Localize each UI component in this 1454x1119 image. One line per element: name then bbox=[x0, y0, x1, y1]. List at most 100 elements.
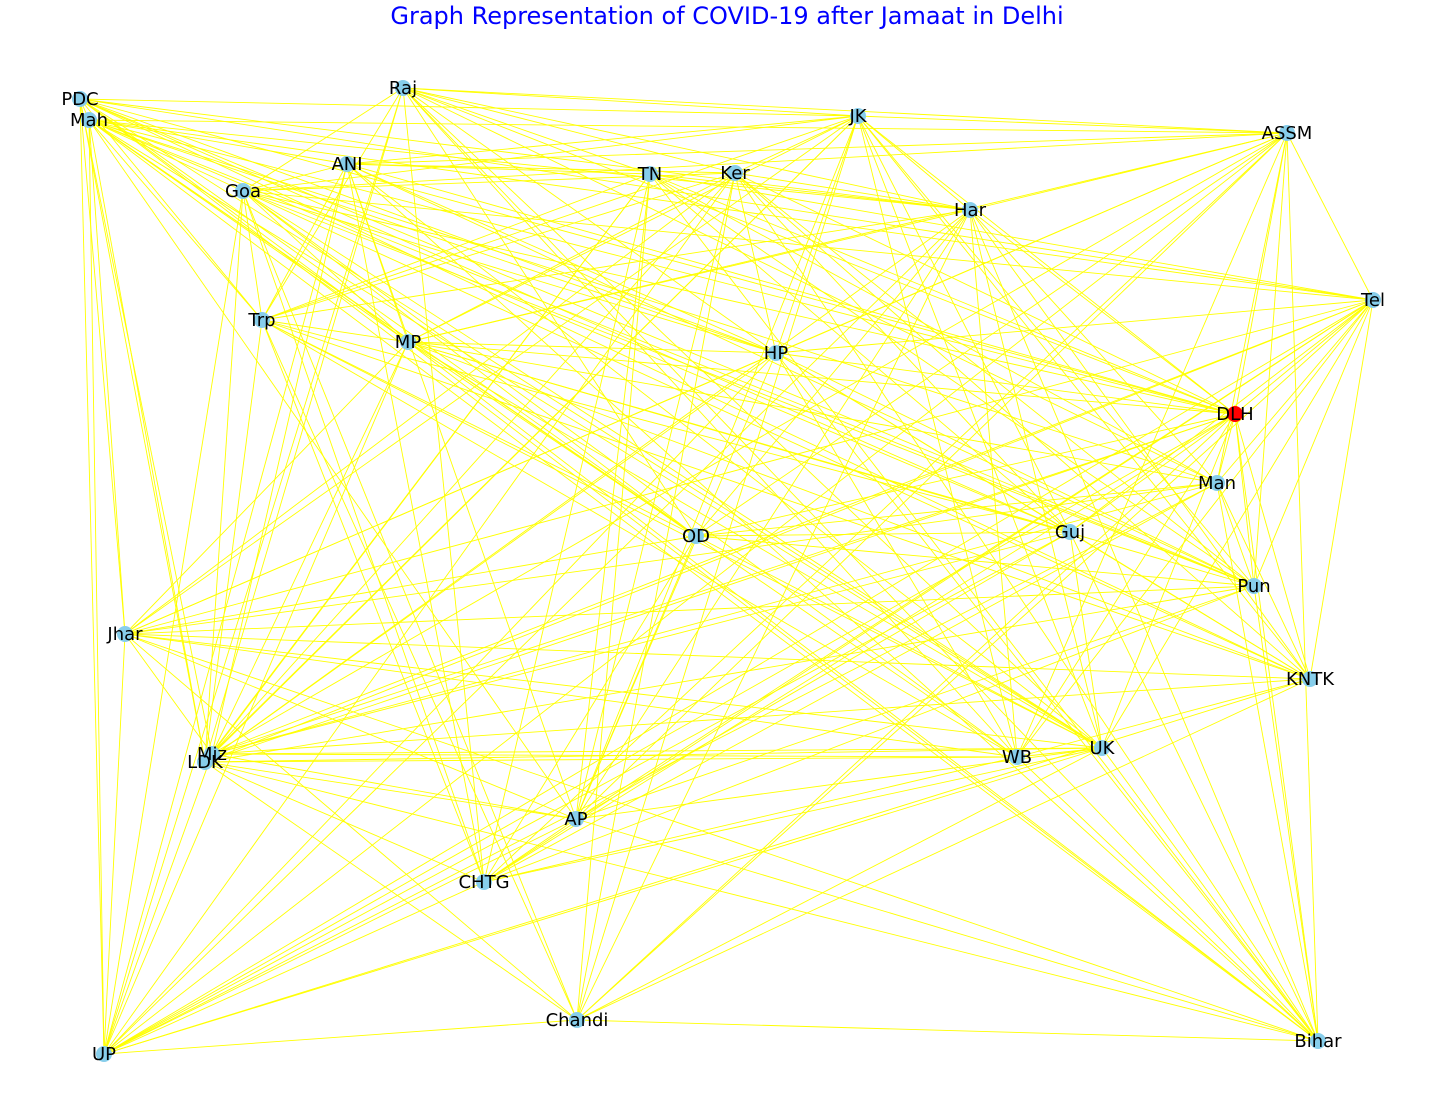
edge-ANI-Trp bbox=[261, 163, 348, 321]
edge-Ker-Guj bbox=[734, 172, 1071, 533]
edge-DLH-UK bbox=[1101, 413, 1236, 749]
edge-JK-Har bbox=[857, 115, 971, 211]
edge-Tel-CHTG bbox=[483, 299, 1374, 883]
edge-UK-UP bbox=[103, 747, 1103, 1055]
edge-Mah-UP bbox=[88, 119, 105, 1055]
edge-Ker-Pun bbox=[734, 172, 1255, 587]
edge-Har-Chandi bbox=[576, 209, 971, 1021]
edge-KNTK-Miz bbox=[211, 678, 1311, 755]
edge-AP-Bihar bbox=[575, 818, 1319, 1042]
edge-ASSM-Bihar bbox=[1286, 132, 1319, 1042]
edge-Man-Pun bbox=[1216, 482, 1255, 587]
edge-Raj-UK bbox=[402, 87, 1103, 749]
edge-Mah-Pun bbox=[88, 119, 1255, 587]
edge-JK-Ker bbox=[734, 115, 859, 174]
edge-MP-OD bbox=[407, 341, 697, 537]
edge-TN-DLH bbox=[649, 173, 1236, 415]
edge-Ker-Trp bbox=[261, 172, 736, 321]
edge-JK-ASSM bbox=[857, 115, 1288, 134]
node-label-WB: WB bbox=[1002, 747, 1032, 768]
node-label-TN: TN bbox=[637, 164, 662, 185]
edge-Raj-Goa bbox=[242, 87, 404, 192]
edge-ANI-Goa bbox=[242, 163, 348, 192]
edge-Tel-DLH bbox=[1234, 299, 1374, 415]
edge-LDK-Bihar bbox=[204, 761, 1319, 1042]
edge-Trp-KNTK bbox=[261, 319, 1311, 680]
edge-ANI-TN bbox=[346, 163, 651, 175]
edge-Goa-LDK bbox=[204, 190, 244, 763]
edge-PDC-Bihar bbox=[79, 98, 1319, 1042]
edge-Goa-DLH bbox=[242, 190, 1236, 415]
edge-Miz-UP bbox=[103, 753, 213, 1055]
edge-Tel-UK bbox=[1101, 299, 1374, 749]
edge-ANI-HP bbox=[346, 163, 777, 354]
edge-Goa-JK bbox=[242, 115, 859, 192]
edge-KNTK-WB bbox=[1016, 678, 1311, 758]
edge-Man-CHTG bbox=[483, 482, 1218, 883]
edge-Chandi-UP bbox=[103, 1019, 578, 1055]
edge-Man-KNTK bbox=[1216, 482, 1311, 680]
edge-Har-Man bbox=[969, 209, 1218, 484]
edge-LDK-AP bbox=[204, 761, 577, 820]
edge-Mah-DLH bbox=[88, 119, 1236, 415]
edge-ANI-UP bbox=[103, 163, 348, 1055]
edge-TN-Trp bbox=[261, 173, 651, 321]
edge-Tel-Pun bbox=[1253, 299, 1374, 587]
edge-WB-Bihar bbox=[1016, 756, 1319, 1042]
edge-JK-Chandi bbox=[576, 115, 859, 1021]
edge-Jhar-KNTK bbox=[124, 633, 1311, 680]
edge-Goa-CHTG bbox=[242, 190, 485, 883]
node-label-AP: AP bbox=[564, 809, 587, 830]
edge-LDK-UK bbox=[204, 747, 1103, 763]
edge-Mah-Jhar bbox=[88, 119, 126, 635]
node-label-PDC: PDC bbox=[61, 89, 98, 110]
node-LDK bbox=[197, 754, 213, 770]
edge-Raj-DLH bbox=[402, 87, 1236, 415]
edge-Tel-HP bbox=[775, 299, 1374, 354]
edge-Ker-Miz bbox=[211, 172, 736, 755]
edge-DLH-WB bbox=[1016, 413, 1236, 758]
edge-Ker-KNTK bbox=[734, 172, 1311, 680]
edge-UK-Bihar bbox=[1101, 747, 1319, 1042]
edge-AP-CHTG bbox=[483, 818, 577, 883]
edge-Goa-OD bbox=[242, 190, 697, 537]
edge-JK-Guj bbox=[857, 115, 1071, 533]
edge-Miz-UK bbox=[211, 747, 1103, 755]
edge-Raj-Trp bbox=[261, 87, 404, 321]
edge-Guj-KNTK bbox=[1069, 531, 1311, 680]
edge-DLH-Guj bbox=[1069, 413, 1236, 533]
edge-OD-UK bbox=[695, 535, 1103, 749]
edge-Raj-OD bbox=[402, 87, 697, 537]
edge-DLH-Chandi bbox=[576, 413, 1236, 1021]
node-HP bbox=[768, 345, 784, 361]
node-label-Bihar: Bihar bbox=[1294, 1031, 1342, 1052]
node-label-ASSM: ASSM bbox=[1262, 123, 1313, 144]
edge-Miz-AP bbox=[211, 753, 577, 820]
edge-Trp-WB bbox=[261, 319, 1018, 758]
edge-UK-CHTG bbox=[483, 747, 1103, 883]
edge-Man-Jhar bbox=[124, 482, 1218, 635]
edge-JK-AP bbox=[575, 115, 859, 820]
edge-Tel-Chandi bbox=[576, 299, 1374, 1021]
edge-Tel-Miz bbox=[211, 299, 1374, 755]
node-Har bbox=[962, 202, 978, 218]
edge-Har-AP bbox=[575, 209, 971, 820]
edge-DLH-CHTG bbox=[483, 413, 1236, 883]
edge-Jhar-UP bbox=[103, 633, 126, 1055]
edge-MP-Pun bbox=[407, 341, 1255, 587]
edge-ANI-Bihar bbox=[346, 163, 1319, 1042]
edge-DLH-Pun bbox=[1234, 413, 1255, 587]
node-label-Chandi: Chandi bbox=[546, 1010, 609, 1031]
edge-Man-OD bbox=[695, 482, 1218, 537]
edge-Trp-CHTG bbox=[261, 319, 485, 883]
edge-JK-LDK bbox=[204, 115, 859, 763]
node-Chandi bbox=[569, 1012, 585, 1028]
node-label-MP: MP bbox=[395, 332, 422, 353]
node-WB bbox=[1009, 749, 1025, 765]
edge-Guj-UP bbox=[103, 531, 1071, 1055]
edge-TN-CHTG bbox=[483, 173, 651, 883]
node-Tel bbox=[1365, 292, 1381, 308]
node-label-DLH: DLH bbox=[1216, 404, 1253, 425]
edge-Jhar-Bihar bbox=[124, 633, 1319, 1042]
edge-ANI-JK bbox=[346, 115, 859, 165]
